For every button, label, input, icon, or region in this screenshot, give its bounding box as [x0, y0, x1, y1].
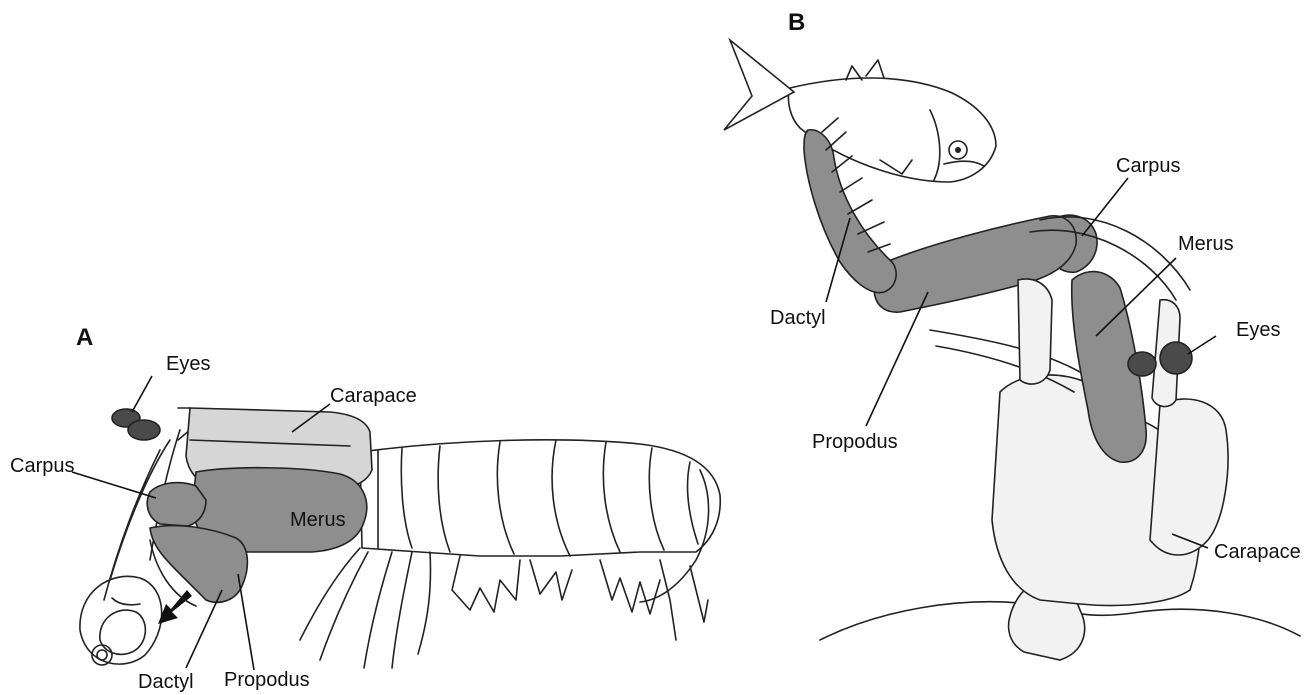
- eye-b-1: [1128, 352, 1156, 376]
- panel-a: A: [10, 324, 720, 693]
- label-b-propodus: Propodus: [812, 431, 898, 453]
- snail-shell-illustration: [80, 576, 162, 665]
- label-b-carpus: Carpus: [1116, 155, 1180, 177]
- panel-a-letter: A: [76, 324, 93, 351]
- propodus-a: [150, 526, 247, 603]
- label-a-eyes: Eyes: [166, 353, 210, 375]
- panel-b-letter: B: [788, 9, 805, 36]
- label-b-carapace: Carapace: [1214, 541, 1301, 563]
- strike-arrow: [158, 590, 192, 624]
- fish-illustration: [724, 40, 996, 182]
- label-a-propodus: Propodus: [224, 669, 310, 691]
- panel-b: B: [724, 9, 1301, 660]
- eye-a-2: [128, 420, 160, 440]
- carapace-b: [1150, 399, 1228, 555]
- label-a-merus: Merus: [290, 509, 346, 531]
- eye-b-2: [1160, 342, 1192, 374]
- label-a-carpus: Carpus: [10, 455, 74, 477]
- carpus-a: [147, 483, 206, 526]
- label-b-dactyl: Dactyl: [770, 307, 826, 329]
- label-b-eyes: Eyes: [1236, 319, 1280, 341]
- label-b-merus: Merus: [1178, 233, 1234, 255]
- label-a-dactyl: Dactyl: [138, 671, 194, 693]
- label-a-carapace: Carapace: [330, 385, 417, 407]
